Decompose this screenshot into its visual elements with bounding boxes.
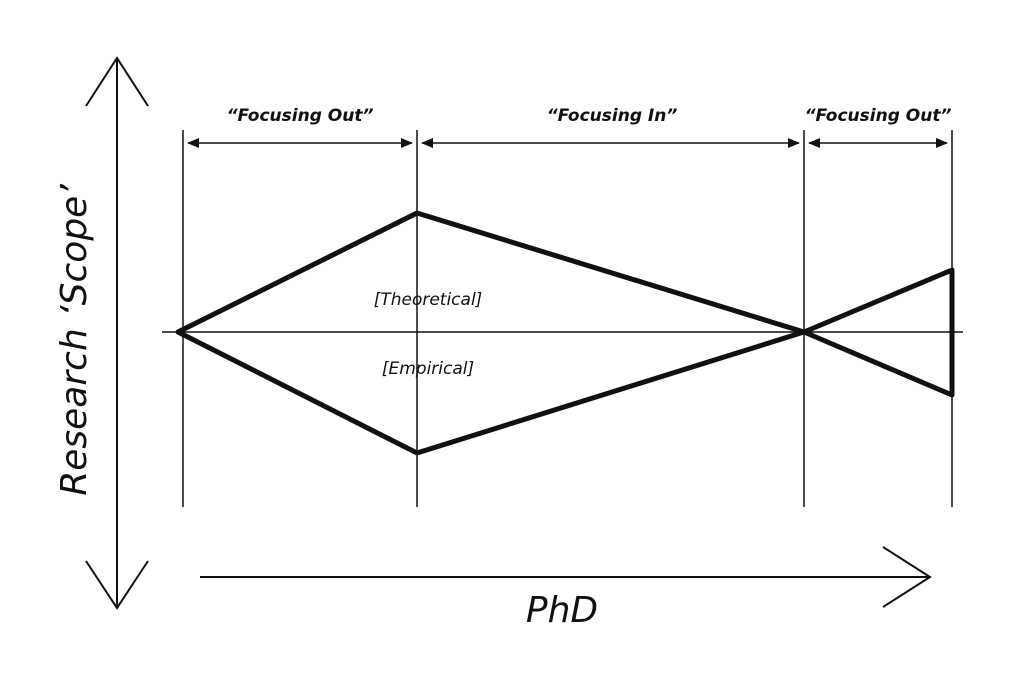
phase-3-label: “Focusing Out” [805,106,952,126]
empirical-label: [Empirical] [382,359,474,379]
scope-tail [801,267,955,398]
x-axis-label: PhD [526,590,598,631]
phase-1-label: “Focusing Out” [227,106,374,126]
x-axis [200,546,932,608]
y-axis [85,56,149,610]
theoretical-label: [Theoretical] [374,290,483,310]
scope-shape [175,210,955,456]
x-axis-arrowhead [882,546,932,608]
y-axis-bottom-arrowhead [85,560,149,610]
scope-body [175,210,807,456]
y-axis-top-arrowhead [85,56,149,107]
y-axis-label: Research ‘Scope’ [54,184,95,496]
phase-2-label: “Focusing In” [547,106,678,126]
